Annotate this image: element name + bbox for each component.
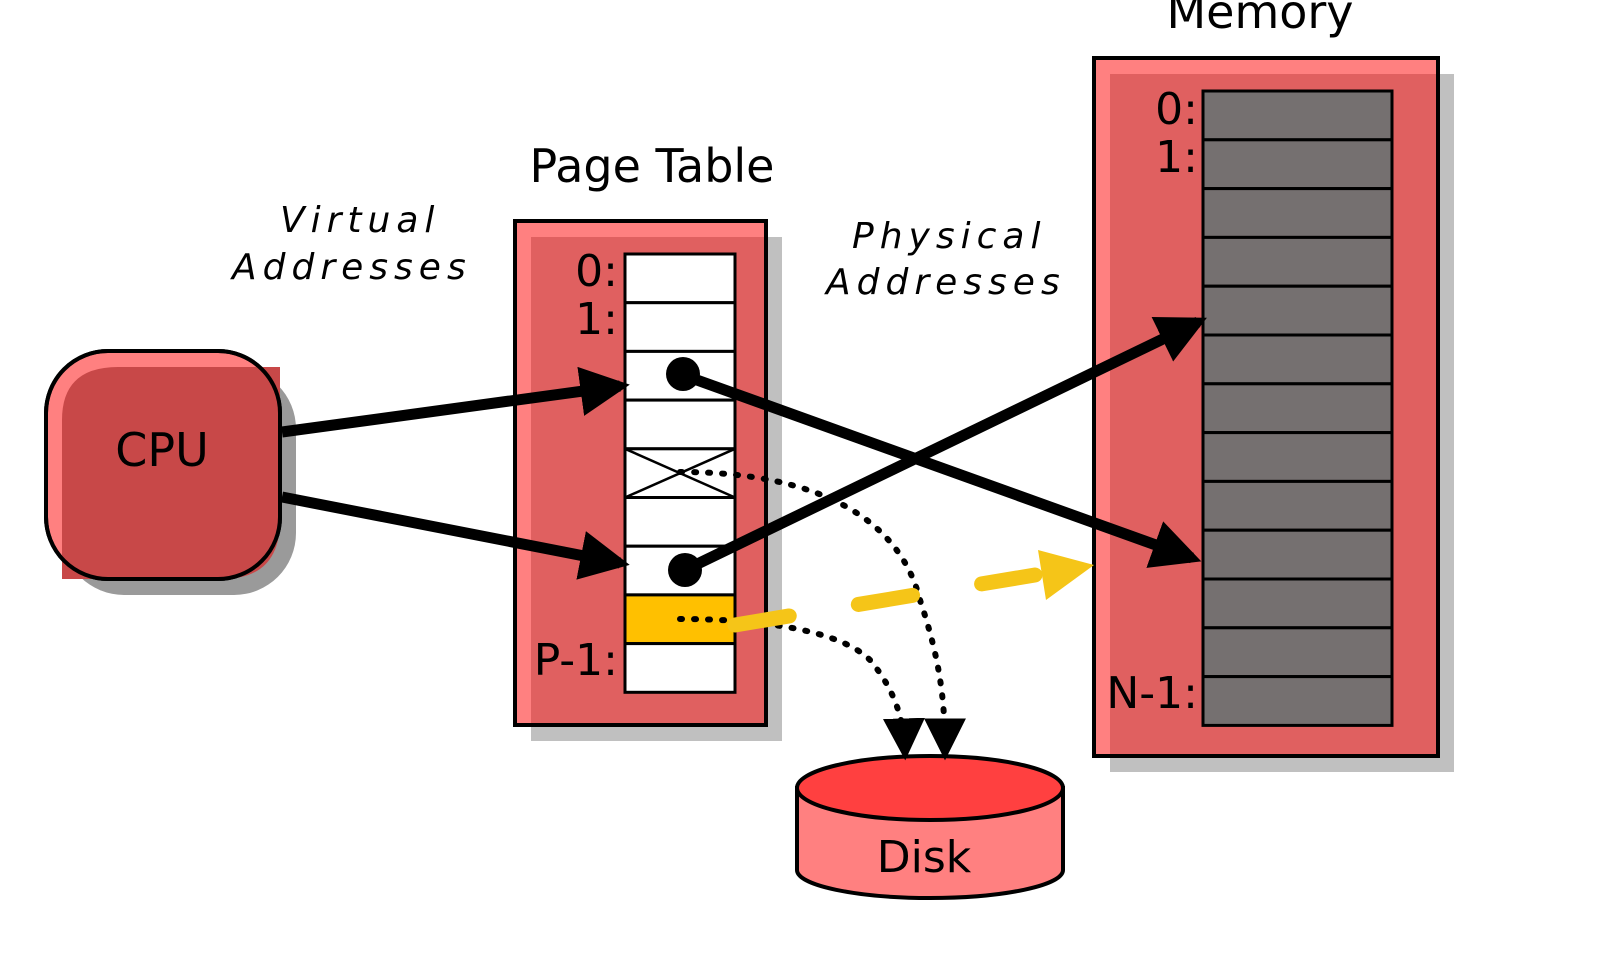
memory-title: Memory bbox=[1166, 0, 1353, 39]
mem-row-label-last: N-1: bbox=[1106, 668, 1198, 719]
memory-page bbox=[1201, 431, 1394, 483]
memory-page bbox=[1201, 479, 1394, 532]
cpu-to-pte-arrow-upper bbox=[281, 366, 630, 438]
pte-to-memory-arrow-2 bbox=[682, 316, 1207, 575]
memory-page bbox=[1201, 284, 1394, 337]
page-in-arrow bbox=[727, 550, 1094, 633]
page-table-entry bbox=[623, 252, 737, 305]
memory-page bbox=[1201, 187, 1394, 239]
invalid-entry-to-disk-arrow bbox=[677, 469, 966, 761]
highlighted-entry-to-disk-arrow bbox=[677, 616, 925, 761]
memory-page bbox=[1201, 89, 1394, 142]
disk-label: Disk bbox=[877, 832, 972, 883]
pte-to-memory-arrow-1 bbox=[681, 369, 1202, 568]
pt-row-label-last: P-1: bbox=[534, 635, 618, 686]
memory-page bbox=[1201, 235, 1394, 288]
page-table-entry bbox=[623, 398, 737, 451]
cpu-to-pte-arrow-lower bbox=[280, 491, 630, 580]
disk: Disk bbox=[795, 754, 1065, 900]
cpu-label: CPU bbox=[115, 423, 209, 477]
pt-row-label-1: 1: bbox=[575, 294, 618, 345]
memory-page bbox=[1201, 138, 1394, 191]
pt-row-label-0: 0: bbox=[575, 246, 618, 297]
virtual-label-line2: Addresses bbox=[230, 247, 472, 288]
pte-dot-upper bbox=[666, 357, 700, 391]
memory-page bbox=[1201, 382, 1394, 435]
memory-page bbox=[1201, 626, 1394, 679]
memory-page bbox=[1201, 675, 1394, 727]
page-table: 0: 1: P-1: bbox=[513, 219, 782, 741]
pte-dot-lower bbox=[668, 553, 702, 587]
virtual-label-line1: Virtual bbox=[280, 200, 440, 241]
mem-row-label-1: 1: bbox=[1155, 132, 1198, 183]
page-table-entry bbox=[623, 496, 737, 548]
memory-page bbox=[1201, 577, 1394, 630]
memory-page bbox=[1201, 528, 1394, 581]
page-table-entry bbox=[623, 301, 737, 353]
physical-label-line1: Physical bbox=[852, 216, 1046, 257]
page-table-entry bbox=[623, 642, 737, 694]
page-table-title: Page Table bbox=[530, 139, 775, 193]
cpu-block: CPU bbox=[44, 349, 296, 595]
physical-label-line2: Addresses bbox=[824, 262, 1066, 303]
memory-page bbox=[1201, 333, 1394, 386]
physical-memory: 0: 1: N-1: bbox=[1092, 56, 1454, 772]
mem-row-label-0: 0: bbox=[1155, 84, 1198, 135]
